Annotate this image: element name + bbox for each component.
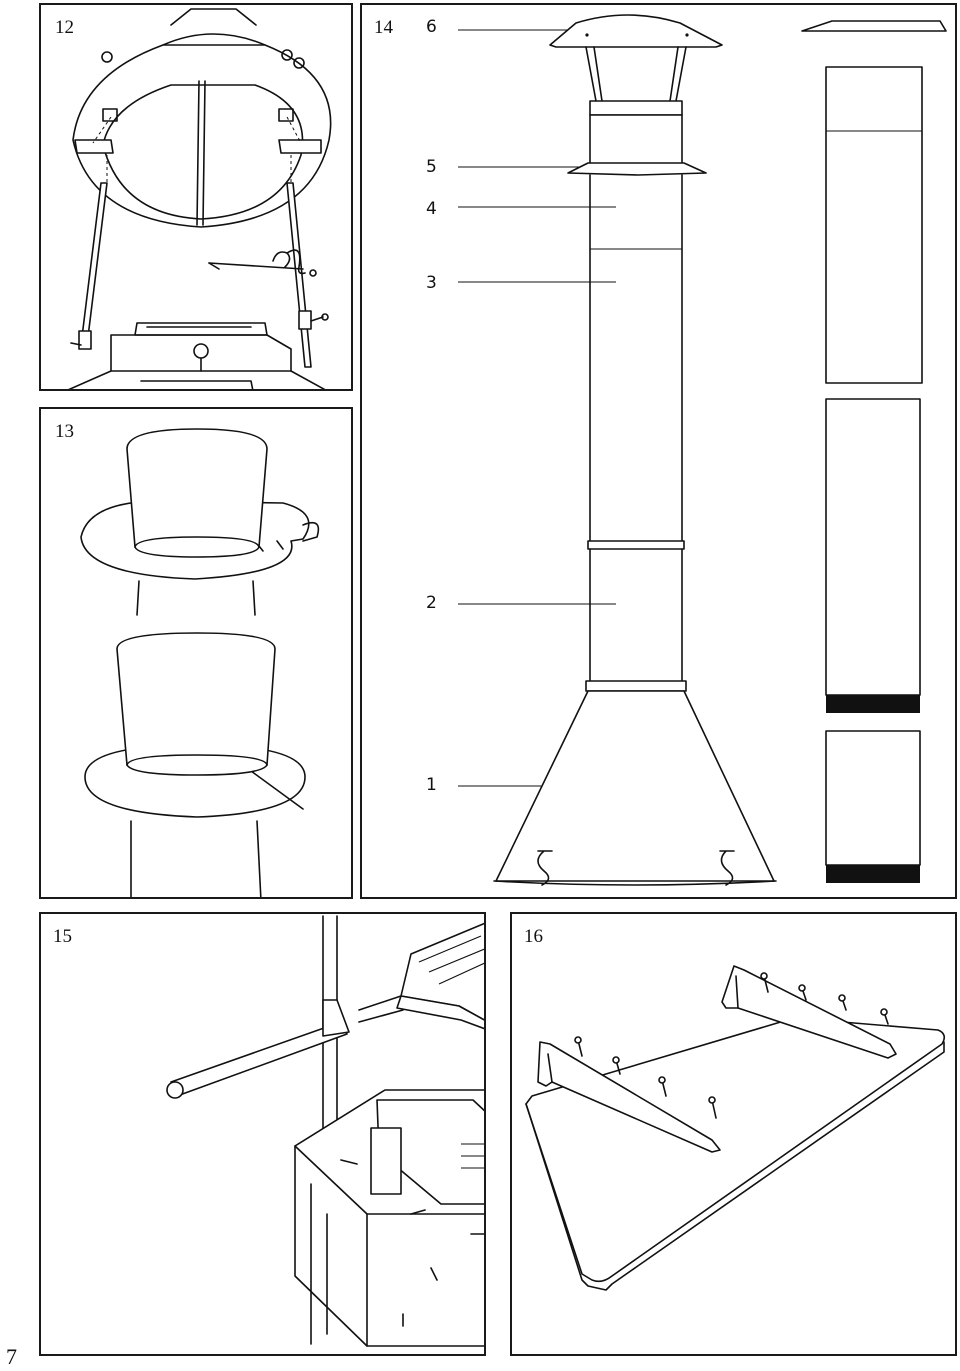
panel-16: 16 xyxy=(510,912,957,1356)
page-number: 7 xyxy=(6,1344,17,1369)
chimney-exploded-illustration xyxy=(458,14,947,886)
callout-3: 3 xyxy=(426,273,437,293)
callout-4: 4 xyxy=(426,199,437,219)
side-shelf-brackets-illustration xyxy=(525,965,946,1291)
hood-interior-illustration xyxy=(68,8,332,389)
panel-number-15: 15 xyxy=(53,926,72,947)
callout-1: 1 xyxy=(426,775,437,795)
callout-6: 6 xyxy=(426,17,437,37)
panel-number-16: 16 xyxy=(524,926,543,947)
panel-12: 12 xyxy=(39,3,353,391)
grill-side-mount-illustration xyxy=(166,915,484,1347)
collar-assembly-illustration xyxy=(80,428,320,897)
panel-14: 14 6 5 4 3 2 1 xyxy=(360,3,957,899)
callout-2: 2 xyxy=(426,593,437,613)
panel-15: 15 xyxy=(39,912,486,1356)
callout-5: 5 xyxy=(426,157,437,177)
panel-number-14: 14 xyxy=(374,17,393,38)
panel-13: 13 xyxy=(39,407,353,899)
panel-number-12: 12 xyxy=(55,17,74,38)
panel-number-13: 13 xyxy=(55,421,74,442)
